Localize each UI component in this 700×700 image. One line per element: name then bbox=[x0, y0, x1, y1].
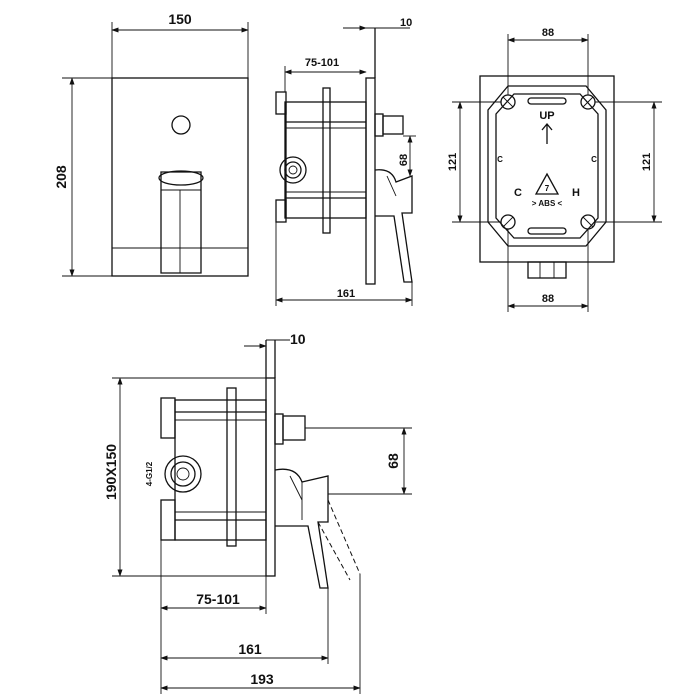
recycle-icon bbox=[534, 172, 560, 195]
detail-depth-dim: 75-101 bbox=[196, 591, 240, 607]
detail-diverter-button bbox=[282, 415, 306, 441]
back-right-dim: 121 bbox=[641, 153, 653, 171]
side-lever-handle bbox=[374, 169, 413, 283]
hot-label: H bbox=[572, 187, 580, 199]
detail-handle-swing bbox=[317, 499, 361, 581]
detail-inlet-outer bbox=[164, 455, 202, 493]
front-cover-plate bbox=[111, 77, 249, 277]
side-offset-dim: 68 bbox=[398, 154, 410, 166]
detail-view: 4-G1/2 10 190X150 68 75-101 161 193 bbox=[103, 331, 412, 694]
back-outlet-stub bbox=[527, 261, 567, 279]
back-left-dim: 121 bbox=[447, 153, 459, 171]
side-housing bbox=[284, 101, 367, 219]
side-c-left: C bbox=[497, 155, 503, 164]
front-height-dim: 208 bbox=[53, 165, 69, 189]
detail-total-dim: 193 bbox=[250, 671, 274, 687]
up-arrow-icon bbox=[541, 122, 553, 144]
detail-mid-dim: 161 bbox=[238, 641, 262, 657]
side-view: 10 75-101 68 161 bbox=[275, 17, 416, 306]
front-lever-handle bbox=[160, 171, 202, 274]
back-view: UP C H C C 7 > ABS < 88 88 121 121 bbox=[447, 27, 662, 312]
side-c-right: C bbox=[591, 155, 597, 164]
side-total-dim: 161 bbox=[337, 288, 355, 300]
recycle-number: 7 bbox=[545, 184, 550, 193]
front-view: 150 208 bbox=[53, 11, 249, 277]
detail-offset-dim: 68 bbox=[385, 453, 401, 469]
back-bottom-dim: 88 bbox=[542, 293, 554, 305]
detail-housing bbox=[174, 399, 267, 541]
detail-lever-handle bbox=[274, 468, 329, 589]
front-width-dim: 150 bbox=[168, 11, 192, 27]
detail-plate-dim: 10 bbox=[290, 331, 306, 347]
diverter-button bbox=[171, 115, 191, 135]
cold-label: C bbox=[514, 187, 522, 199]
side-diverter-button bbox=[382, 115, 404, 135]
handle-base bbox=[158, 170, 204, 186]
side-cover-plate bbox=[365, 77, 376, 285]
side-plate-dim: 10 bbox=[400, 17, 412, 29]
up-label: UP bbox=[539, 110, 554, 122]
side-depth-dim: 75-101 bbox=[305, 57, 339, 69]
side-inlet-outer bbox=[279, 156, 307, 184]
detail-thread-label: 4-G1/2 bbox=[145, 461, 154, 486]
material-label: > ABS < bbox=[532, 199, 563, 208]
back-bracket bbox=[487, 85, 607, 247]
detail-body-dim: 190X150 bbox=[103, 444, 119, 500]
detail-cover-plate bbox=[265, 377, 276, 577]
back-top-dim: 88 bbox=[542, 27, 554, 39]
